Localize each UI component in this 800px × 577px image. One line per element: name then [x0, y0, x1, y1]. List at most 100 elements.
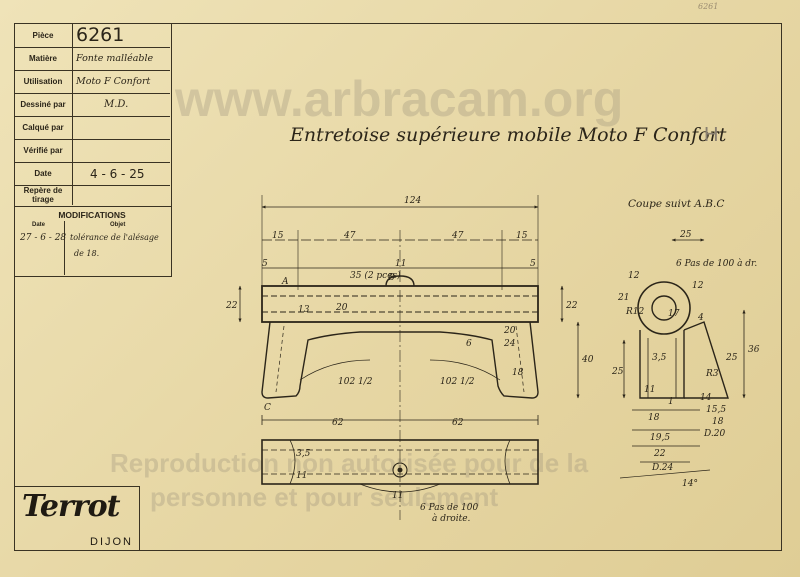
section-view [619, 238, 746, 479]
cartouche-label: Calqué par [14, 116, 73, 139]
logo-brand: Terrot [22, 489, 120, 524]
date-value: 4 - 6 - 25 [90, 166, 145, 181]
dim-62-right: 62 [452, 418, 464, 428]
sec-dim-r3: R3 [705, 369, 719, 379]
dim-40: 40 [581, 355, 594, 365]
label-b: B [387, 273, 395, 283]
dim-102-right: 102 1/2 [440, 377, 475, 387]
sec-dim-14-deg: 14° [682, 479, 698, 489]
sec-dim-12-b: 12 [692, 281, 704, 291]
dim-r24: 24 [503, 339, 516, 349]
label-a: A [281, 277, 289, 287]
sec-dim-1: 1 [668, 397, 674, 407]
modifications-object-header: Objet [110, 222, 126, 228]
label-c: C [264, 403, 271, 413]
sheet-stamp: 6261 [698, 2, 719, 11]
dim-6: 6 [466, 339, 472, 349]
dim-35: 35 (2 pces) [350, 270, 401, 281]
piece-number: 6261 [76, 24, 125, 46]
sec-dim-19-5: 19,5 [650, 433, 670, 443]
dim-15-left: 15 [272, 231, 284, 241]
dim-47-left: 47 [343, 231, 356, 241]
cartouche-row-usage: Utilisation Moto F Confort [14, 70, 170, 94]
dim-20: 20 [335, 303, 348, 313]
watermark-site: www.arbracam.org [175, 71, 624, 127]
modification-object-cont: de 18. [74, 249, 100, 258]
modifications-block: MODIFICATIONS Date Objet 27 - 6 - 28 tol… [14, 207, 172, 277]
sec-dim-3-5: 3,5 [652, 353, 667, 363]
sec-dim-12-a: 12 [628, 271, 640, 281]
sec-dim-17: 17 [668, 309, 680, 319]
sec-dim-14: 14 [700, 393, 712, 403]
dim-bottom-11-v: 11 [296, 471, 307, 481]
drawing-frame [14, 23, 782, 551]
modifications-title: MODIFICATIONS [58, 210, 126, 220]
cartouche-row-reference: Repère de tirage [14, 185, 170, 205]
title-block: Pièce 6261 Matière Fonte malléable Utili… [14, 23, 172, 207]
material-value: Fonte malléable [76, 53, 154, 64]
bottom-view [261, 439, 539, 493]
sec-dim-6-pas: 6 Pas de 100 à dr. [676, 258, 757, 269]
dim-25: 25 [611, 367, 624, 377]
cartouche-row-traced-by: Calqué par [14, 116, 170, 140]
dim-62-left: 62 [332, 418, 344, 428]
drawn-by-value: M.D. [104, 99, 129, 110]
section-title: Coupe suivt A.B.C [628, 198, 725, 210]
drawing-title: Entretoise supérieure mobile Moto F Conf… [290, 124, 727, 146]
watermark-line1: Reproduction non autorisée pour de la [110, 448, 589, 478]
logo-city: DIJON [90, 536, 133, 548]
sec-dim-36: 36 [748, 345, 760, 355]
cartouche-label: Vérifié par [14, 139, 73, 162]
sec-dim-25: 25 [679, 230, 692, 240]
bottom-note: 6 Pas de 100 [420, 503, 478, 513]
bottom-note-2: à droite. [432, 513, 471, 524]
cartouche-label: Utilisation [14, 70, 73, 93]
watermark-line2: personne et pour seulement [150, 482, 499, 512]
cartouche-row-material: Matière Fonte malléable [14, 47, 170, 71]
terrot-logo: Terrot DIJON [14, 486, 140, 551]
sec-dim-25h: 25 [725, 353, 738, 363]
sec-dim-d20: D.20 [703, 429, 725, 439]
dim-18: 18 [512, 368, 524, 378]
modification-date: 27 - 6 - 28 [20, 233, 67, 243]
cartouche-row-date: Date 4 - 6 - 25 [14, 162, 170, 186]
dim-22-left: 22 [225, 301, 238, 311]
sec-dim-11: 11 [644, 385, 655, 395]
dim-102-left: 102 1/2 [338, 377, 373, 387]
dim-overall: 124 [404, 196, 421, 206]
dim-bottom-3-5: 3,5 [296, 449, 311, 459]
cartouche-label: Dessiné par [14, 93, 73, 116]
sec-dim-22: 22 [653, 449, 666, 459]
dim-5-left: 5 [262, 259, 268, 269]
cartouche-row-drawn-by: Dessiné par M.D. [14, 93, 170, 117]
front-view [238, 195, 580, 520]
dim-bottom-11: 11 [392, 491, 403, 501]
usage-value: Moto F Confort [76, 76, 151, 87]
dim-r20: 20 [503, 326, 516, 336]
cartouche-label: Repère de tirage [14, 185, 73, 205]
dim-47-right: 47 [451, 231, 464, 241]
modification-object: tolérance de l'alésage [70, 233, 159, 242]
drawing-title-suffix: H [704, 124, 719, 146]
modifications-date-header: Date [32, 222, 46, 228]
cartouche-label: Pièce [14, 23, 73, 47]
cartouche-row-piece: Pièce 6261 [14, 23, 170, 48]
modifications-divider [64, 221, 65, 275]
sec-dim-r12: R12 [625, 307, 645, 317]
dim-13: 13 [298, 305, 310, 315]
dim-11: 11 [395, 259, 406, 269]
dim-22-right: 22 [565, 301, 578, 311]
sec-dim-18-b: 18 [712, 417, 724, 427]
cartouche-label: Matière [14, 47, 73, 70]
dim-15-right: 15 [516, 231, 528, 241]
sec-dim-d24: D.24 [651, 463, 673, 473]
sec-dim-18-a: 18 [648, 413, 660, 423]
cartouche-row-checked-by: Vérifié par [14, 139, 170, 163]
cartouche-label: Date [14, 162, 73, 185]
dim-5-right: 5 [530, 259, 536, 269]
sec-dim-4: 4 [697, 313, 704, 323]
sec-dim-15-5: 15,5 [706, 405, 726, 415]
sec-dim-21: 21 [617, 293, 629, 303]
